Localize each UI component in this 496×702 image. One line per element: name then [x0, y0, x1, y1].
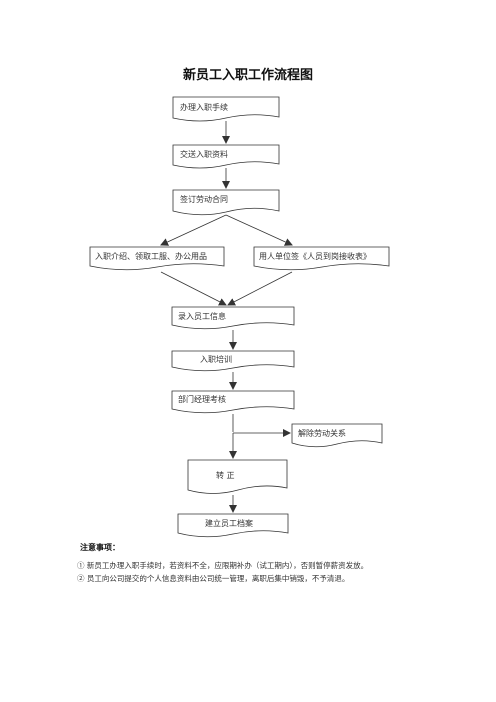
step-manager-evaluation: 部门经理考核	[171, 390, 295, 414]
step-label: 转 正	[216, 470, 235, 480]
note-item: ① 新员工办理入职手续时，若资料不全，应限期补办（试工期内），否则暂停薪资发放。	[77, 561, 369, 570]
page-title: 新员工入职工作流程图	[182, 68, 313, 83]
step-label: 签订劳动合同	[180, 194, 228, 204]
step-label: 交送入职资料	[180, 149, 228, 159]
step-label: 建立员工档案	[205, 518, 253, 528]
step-label: 入职介绍、领取工服、办公用品	[95, 251, 207, 261]
step-acceptance-form: 用人单位签《人员到岗接收表》	[253, 246, 390, 271]
step-create-employee-file: 建立员工档案	[177, 513, 289, 538]
step-label: 办理入职手续	[180, 102, 228, 112]
step-sign-contract: 签订劳动合同	[172, 189, 280, 216]
step-submit-onboarding: 办理入职手续	[172, 96, 280, 122]
step-submit-documents: 交送入职资料	[172, 144, 280, 169]
step-enter-employee-info: 录入员工信息	[171, 306, 295, 330]
step-label: 入职培训	[200, 354, 232, 364]
step-label: 解除劳动关系	[298, 428, 346, 438]
step-label: 录入员工信息	[178, 311, 226, 321]
step-orientation-supplies: 入职介绍、领取工服、办公用品	[89, 246, 225, 271]
step-training: 入职培训	[171, 350, 295, 372]
step-label: 部门经理考核	[178, 394, 226, 404]
note-item: ② 员工向公司提交的个人信息资料由公司统一管理，离职后集中销毁，不予清退。	[77, 574, 350, 583]
step-regularization: 转 正	[187, 459, 288, 494]
flow-arrow	[160, 214, 227, 246]
step-terminate-contract: 解除劳动关系	[291, 423, 383, 448]
flow-arrow	[227, 271, 293, 306]
step-label: 用人单位签《人员到岗接收表》	[259, 251, 371, 261]
flow-arrow	[160, 271, 227, 306]
flow-arrow	[225, 214, 293, 246]
notes-heading: 注意事项：	[80, 543, 120, 552]
